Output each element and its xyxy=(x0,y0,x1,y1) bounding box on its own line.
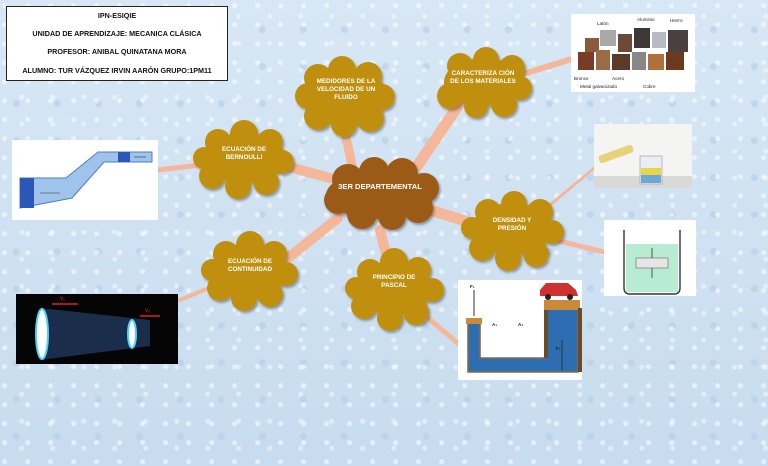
connector-img-density xyxy=(552,237,607,255)
cloud-densidad[interactable] xyxy=(461,191,564,271)
label-f2: F₂ xyxy=(556,346,561,351)
cloud-continuidad[interactable] xyxy=(201,231,298,311)
label-metal-galvanizado: Metal galvanizado xyxy=(580,84,617,89)
label-f1: F₁ xyxy=(470,284,475,289)
header-subject: UNIDAD DE APRENDIZAJE: MECANICA CLÁSICA xyxy=(32,29,202,39)
label-continuidad: ECUACIÓN DE CONTINUIDAD xyxy=(227,258,273,274)
label-bronce: Bronce xyxy=(574,76,589,81)
label-v2: v₂ xyxy=(145,308,151,314)
label-cobre: Cobre xyxy=(643,84,656,89)
label-acero: Acero xyxy=(612,76,624,81)
density-pressure-image xyxy=(604,220,696,296)
bernoulli-pipe-image xyxy=(12,140,158,220)
label-hierro: Hierro xyxy=(670,18,683,23)
label-densidad: DENSIDAD Y PRESIÓN xyxy=(492,217,532,233)
label-caracterizacion: CARACTERIZA CIÓN DE LOS MATERIALES xyxy=(450,70,516,86)
header-professor: PROFESOR: ANIBAL QUINATANA MORA xyxy=(47,47,187,57)
label-a2: A₂ xyxy=(518,322,523,327)
header-info-box: IPN-ESIQIE UNIDAD DE APRENDIZAJE: MECANI… xyxy=(6,6,228,81)
glass-pouring-image xyxy=(594,124,692,188)
header-student: ALUMNO: TUR VÁZQUEZ IRVIN AARÓN GRUPO:1P… xyxy=(22,65,212,75)
label-medidores: MEDIDORES DE LA VELOCIDAD DE UN FLUIDO xyxy=(316,78,376,102)
cloud-bernoulli[interactable] xyxy=(193,120,294,199)
label-aluminio: Aluminio xyxy=(637,17,655,22)
connector-continuidad xyxy=(283,213,343,263)
label-bernoulli: ECUACIÓN DE BERNOULLI xyxy=(221,146,267,162)
connector-img-bernoulli xyxy=(155,162,203,173)
materials-image: Latón Aluminio Hierro Bronce Acero Metal… xyxy=(571,14,695,92)
pascal-image: F₁ A₁ A₂ F₂ xyxy=(458,280,582,380)
cloud-pascal[interactable] xyxy=(345,248,444,331)
label-center-topic: 3ER DEPARTEMENTAL xyxy=(338,182,422,191)
continuity-image: v₁ v₂ xyxy=(16,294,178,364)
label-pascal: PRINCIPIO DE PASCAL xyxy=(372,274,416,290)
label-laton: Latón xyxy=(597,21,609,26)
cloud-medidores[interactable] xyxy=(295,56,395,137)
label-v1: v₁ xyxy=(60,296,65,302)
label-a1: A₁ xyxy=(492,322,497,327)
connector-img-materials xyxy=(517,55,578,78)
header-school: IPN-ESIQIE xyxy=(97,11,137,20)
cloud-caracterizacion[interactable] xyxy=(437,47,532,118)
connector-img-pascal xyxy=(425,315,463,348)
connector-caracterizacion xyxy=(412,94,468,171)
connector-img-glass xyxy=(548,163,600,207)
cloud-center[interactable] xyxy=(324,157,439,230)
